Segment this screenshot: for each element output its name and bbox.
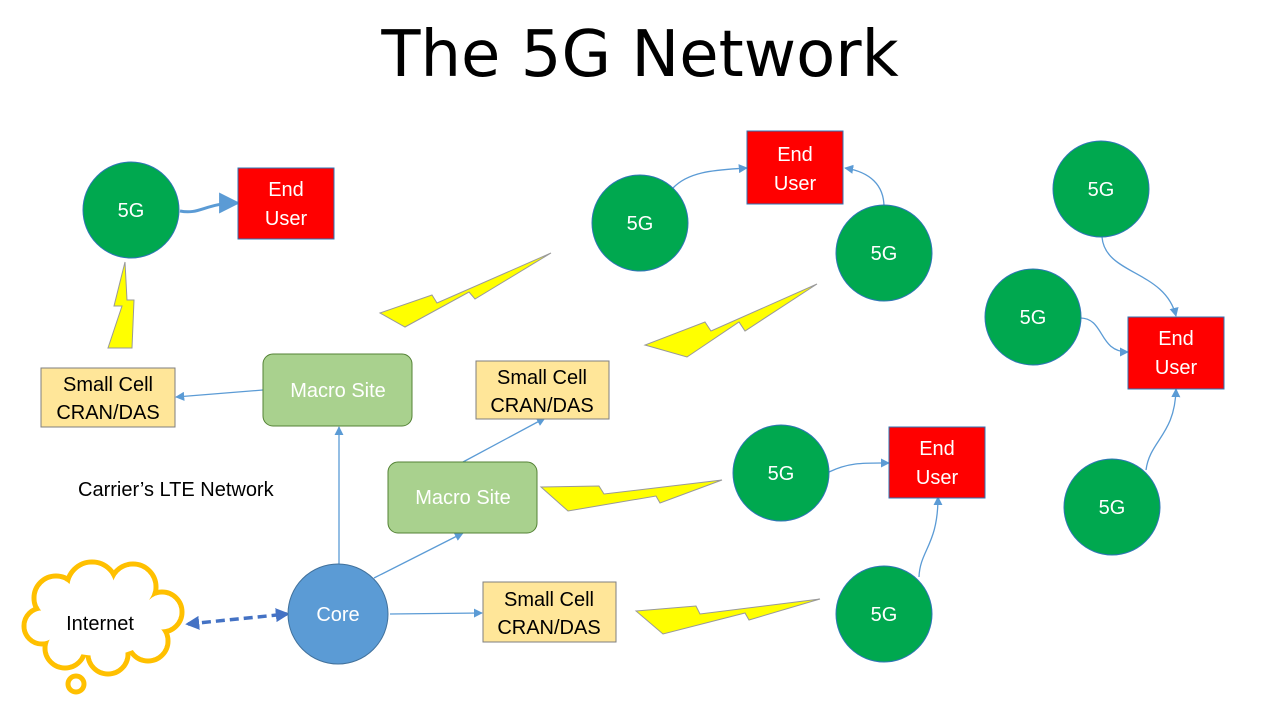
connector-5g-top1-to-enduser bbox=[672, 164, 748, 189]
connector-core-to-smallcell-bottom bbox=[389, 608, 483, 618]
connector-5g-r3-to-enduser bbox=[1145, 388, 1181, 471]
end-user-top[interactable]: End User bbox=[746, 130, 844, 205]
5g-node-right-3-label: 5G bbox=[1099, 497, 1126, 519]
5g-node-right-1-label: 5G bbox=[1088, 179, 1115, 201]
macro-site-top[interactable]: Macro Site bbox=[262, 353, 413, 427]
end-user-top-line2: User bbox=[774, 173, 817, 195]
connector-5g-top2-to-enduser bbox=[844, 164, 885, 208]
macro-site-lower[interactable]: Macro Site bbox=[387, 461, 538, 534]
end-user-middle-line2: User bbox=[916, 467, 959, 489]
small-cell-left[interactable]: Small Cell CRAN/DAS bbox=[40, 367, 176, 428]
small-cell-bottom-line1: Small Cell bbox=[504, 589, 594, 611]
5g-node-bottom[interactable]: 5G bbox=[835, 565, 933, 663]
5g-node-left-label: 5G bbox=[118, 200, 145, 222]
internet-cloud[interactable]: Internet bbox=[21, 559, 185, 695]
internet-label: Internet bbox=[66, 613, 134, 635]
connector-5g-mid-to-enduser bbox=[828, 458, 890, 473]
connector-5g-bottom-to-enduser bbox=[918, 496, 943, 578]
5g-node-right-2[interactable]: 5G bbox=[984, 268, 1082, 366]
end-user-right[interactable]: End User bbox=[1127, 316, 1225, 390]
small-cell-left-line2: CRAN/DAS bbox=[56, 402, 159, 424]
core-label: Core bbox=[316, 604, 359, 626]
5g-node-top-center-label: 5G bbox=[627, 213, 654, 235]
small-cell-bottom-line2: CRAN/DAS bbox=[497, 617, 600, 639]
5g-node-top-center[interactable]: 5G bbox=[591, 174, 689, 272]
small-cell-middle[interactable]: Small Cell CRAN/DAS bbox=[475, 360, 610, 420]
end-user-left-line2: User bbox=[265, 208, 308, 230]
network-caption: Carrier’s LTE Network bbox=[78, 479, 274, 501]
lightning-bolt-mid-right bbox=[643, 283, 818, 358]
lightning-bolt-bottom bbox=[634, 598, 821, 635]
5g-node-right-3[interactable]: 5G bbox=[1063, 458, 1161, 556]
end-user-top-line1: End bbox=[777, 144, 813, 166]
end-user-middle[interactable]: End User bbox=[888, 426, 986, 499]
connector-5g-left-to-enduser bbox=[179, 192, 241, 214]
connector-5g-r2-to-enduser bbox=[1079, 317, 1129, 357]
connector-internet-core bbox=[185, 608, 290, 630]
5g-node-middle-label: 5G bbox=[768, 463, 795, 485]
core-node[interactable]: Core bbox=[287, 563, 389, 665]
macro-site-lower-label: Macro Site bbox=[415, 487, 511, 509]
5g-node-right-1[interactable]: 5G bbox=[1052, 140, 1150, 238]
5g-node-top-right[interactable]: 5G bbox=[835, 204, 933, 302]
small-cell-left-line1: Small Cell bbox=[63, 374, 153, 396]
small-cell-middle-line2: CRAN/DAS bbox=[490, 395, 593, 417]
end-user-right-line1: End bbox=[1158, 328, 1194, 350]
macro-site-top-label: Macro Site bbox=[290, 380, 386, 402]
connector-5g-r1-to-enduser bbox=[1101, 236, 1179, 317]
end-user-middle-line1: End bbox=[919, 438, 955, 460]
lightning-bolt-lower-mid bbox=[539, 479, 723, 512]
small-cell-bottom[interactable]: Small Cell CRAN/DAS bbox=[482, 581, 617, 643]
end-user-right-line2: User bbox=[1155, 357, 1198, 379]
5g-node-left[interactable]: 5G bbox=[82, 161, 180, 259]
5g-node-bottom-label: 5G bbox=[871, 604, 898, 626]
end-user-left[interactable]: End User bbox=[237, 167, 335, 240]
5g-node-middle[interactable]: 5G bbox=[732, 424, 830, 522]
connector-core-to-macro-lower bbox=[373, 532, 464, 579]
end-user-left-line1: End bbox=[268, 179, 304, 201]
page-title: The 5G Network bbox=[381, 18, 899, 92]
lightning-bolt-left-vertical bbox=[107, 261, 135, 349]
small-cell-middle-line1: Small Cell bbox=[497, 367, 587, 389]
connector-macro-to-smallcell-left bbox=[175, 389, 264, 401]
connector-macro-to-smallcell-mid bbox=[462, 417, 546, 463]
5g-node-top-right-label: 5G bbox=[871, 243, 898, 265]
5g-node-right-2-label: 5G bbox=[1020, 307, 1047, 329]
lightning-bolt-upper-center bbox=[378, 252, 552, 328]
